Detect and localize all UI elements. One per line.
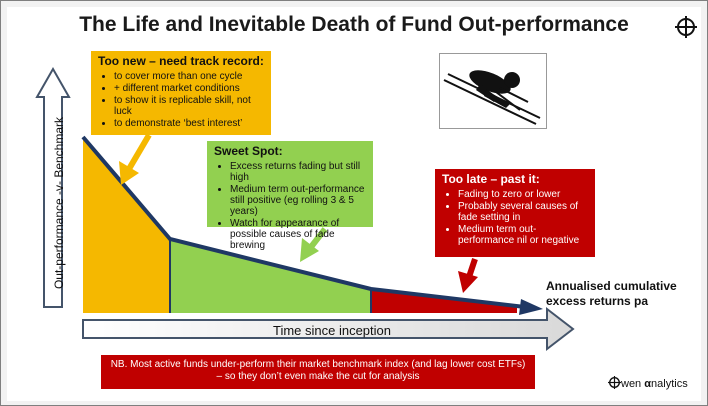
list-item: to cover more than one cycle <box>114 71 264 82</box>
footnote: NB. Most active funds under-perform thei… <box>101 355 535 389</box>
page-title: The Life and Inevitable Death of Fund Ou… <box>79 13 629 36</box>
box-too-new: Too new – need track record: to cover mo… <box>91 51 271 135</box>
list-item: Watch for appearance of possible causes … <box>230 218 366 251</box>
decay-curve-arrowhead <box>519 299 543 315</box>
logo-alpha: α <box>644 378 652 390</box>
skier-icon <box>443 70 541 125</box>
box-sweet-spot: Sweet Spot: Excess returns fading but st… <box>207 141 373 251</box>
list-item: to show it is replicable skill, not luck <box>114 95 264 117</box>
box-too-new-list: to cover more than one cycle + different… <box>98 71 264 129</box>
box-too-late-list: Fading to zero or lower Probably several… <box>442 189 588 246</box>
decay-curve <box>81 135 526 309</box>
crosshair-logo-icon <box>608 376 621 389</box>
brand-logo: wen αnalytics <box>608 376 688 390</box>
box-too-new-heading: Too new – need track record: <box>98 54 264 68</box>
list-item: Medium term out-performance nil or negat… <box>458 224 588 246</box>
list-item: Probably several causes of fade setting … <box>458 201 588 223</box>
y-axis-label: Out-performance -v- Benchmark <box>52 116 66 290</box>
x-axis-label: Time since inception <box>272 323 391 338</box>
skier-image <box>439 53 547 129</box>
region-too-new <box>83 137 170 313</box>
region-sweet-spot <box>170 239 371 313</box>
list-item: Medium term out-performance still positi… <box>230 184 366 217</box>
box-sweet-spot-heading: Sweet Spot: <box>214 144 283 158</box>
diagram-canvas <box>35 66 575 352</box>
slide: The Life and Inevitable Death of Fund Ou… <box>7 7 701 401</box>
curve-label-text: Annualised cumulative excess returns pa <box>546 279 677 308</box>
y-axis-arrow <box>35 66 71 308</box>
pointer-arrow-green <box>300 227 328 262</box>
list-item: to demonstrate ‘best interest’ <box>114 118 264 129</box>
box-too-late-heading: Too late – past it: <box>442 172 540 186</box>
logo-prefix: wen <box>621 378 645 390</box>
crosshair-icon <box>675 16 697 38</box>
x-axis-arrow <box>82 306 575 352</box>
pointer-arrow-red <box>458 258 478 293</box>
list-item: Fading to zero or lower <box>458 189 588 200</box>
box-too-late: Too late – past it: Fading to zero or lo… <box>435 169 595 257</box>
list-item: Excess returns fading but still high <box>230 161 366 183</box>
box-sweet-spot-list: Excess returns fading but still high Med… <box>214 161 366 251</box>
list-item: + different market conditions <box>114 83 264 94</box>
curve-label: Annualised cumulative excess returns pa <box>546 279 696 309</box>
pointer-arrow-orange <box>119 133 152 185</box>
logo-suffix: nalytics <box>651 378 688 390</box>
